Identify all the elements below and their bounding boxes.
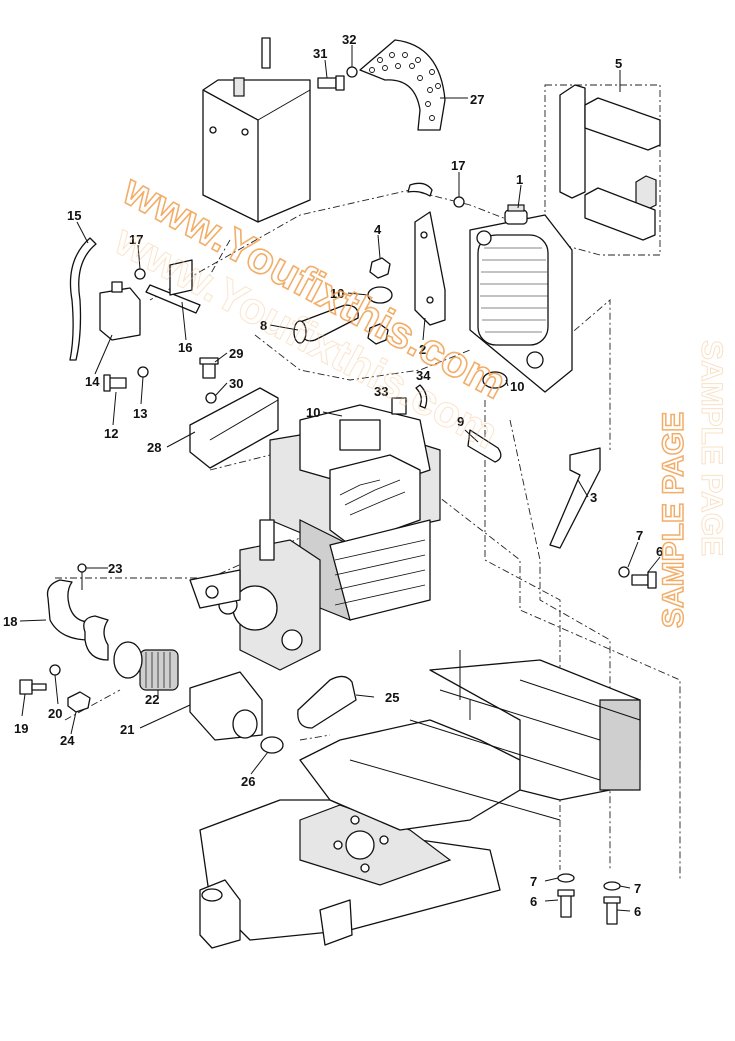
callout-10-right: 10 [510,379,524,394]
pipe-34 [415,384,428,409]
fan-guard-plate [359,39,446,131]
hose-clamp-10b [482,371,508,389]
callout-31: 31 [313,46,327,61]
overflow-hose [69,237,97,361]
washer-32 [346,66,358,78]
bolt-31 [317,75,345,91]
callout-27: 27 [470,92,484,107]
callout-10-top: 10 [330,286,344,301]
cleaner-band [46,579,109,661]
callout-17-left: 17 [129,232,143,247]
bolt-6-lower-left [557,889,575,918]
callout-2: 2 [419,342,426,357]
callout-16: 16 [178,340,192,355]
callout-7-lower-right: 7 [634,881,641,896]
callout-14: 14 [85,374,100,389]
return-hose [145,284,201,314]
frame [199,650,641,949]
bolt-6 [631,571,657,589]
callout-20: 20 [48,706,62,721]
washer-20 [49,664,61,676]
callout-13: 13 [133,406,147,421]
callout-29: 29 [229,346,243,361]
washer-7-lower-left [557,873,575,883]
upper-hose [293,304,359,344]
callout-labels: 31 32 27 5 17 1 15 17 4 10 2 8 16 14 29 … [3,32,663,919]
callout-18: 18 [3,614,17,629]
callout-4-top: 4 [374,222,382,237]
radiator [469,204,573,393]
watermark-sample-page: SAMPLE PAGE [657,412,690,628]
washer-30 [205,392,217,404]
callout-22: 22 [145,692,159,707]
callout-34: 34 [416,368,431,383]
callout-3: 3 [590,490,597,505]
air-cleaner-body [189,671,263,741]
nut-4 [367,257,391,345]
hose-clamp-26 [260,736,284,754]
radiator-bracket [414,211,446,326]
engine [189,404,441,671]
reserve-bracket [169,259,193,296]
watermark-sample-page-mirror: SAMPLE PAGE [695,340,728,556]
callout-10-mid: 10 [306,405,320,420]
air-cleaner-element [113,641,179,691]
callout-6-lower-right: 6 [634,904,641,919]
washer-7 [618,566,630,578]
callout-6-right: 6 [656,544,663,559]
coolant-tank [202,37,311,223]
callout-24: 24 [60,733,75,748]
callout-25: 25 [385,690,399,705]
callout-9: 9 [457,414,464,429]
fitting-33 [391,397,407,415]
bolt-6-lower-right [603,896,621,925]
callout-30: 30 [229,376,243,391]
callout-6-lower-left: 6 [530,894,537,909]
callout-8: 8 [260,318,267,333]
callout-12: 12 [104,426,118,441]
lower-hose [467,429,502,463]
reserve-tank [99,281,141,341]
callout-32: 32 [342,32,356,47]
radiator-pad-kit [559,84,661,241]
callout-7-lower-left: 7 [530,874,537,889]
callout-21: 21 [120,722,134,737]
callout-7-right: 7 [636,528,643,543]
washer-7-lower-right [603,881,621,891]
bolt-29 [199,357,219,379]
callout-23: 23 [108,561,122,576]
callout-15: 15 [67,208,81,223]
callout-5: 5 [615,56,622,71]
top-hose-pipe [407,182,433,197]
clamp-17-right [453,196,465,208]
intake-hose [297,675,357,729]
callout-17-top: 17 [451,158,465,173]
nut-24 [67,691,91,713]
callout-33: 33 [374,384,388,399]
cover-plate [189,387,279,469]
leader-lines [19,45,661,912]
bolt-12 [103,374,127,392]
radiator-stay [549,447,601,549]
callout-19: 19 [14,721,28,736]
callout-28: 28 [147,440,161,455]
callout-26: 26 [241,774,255,789]
washer-13 [137,366,149,378]
bolt-19 [19,679,47,695]
callout-1: 1 [516,172,523,187]
screw-23 [77,563,87,590]
